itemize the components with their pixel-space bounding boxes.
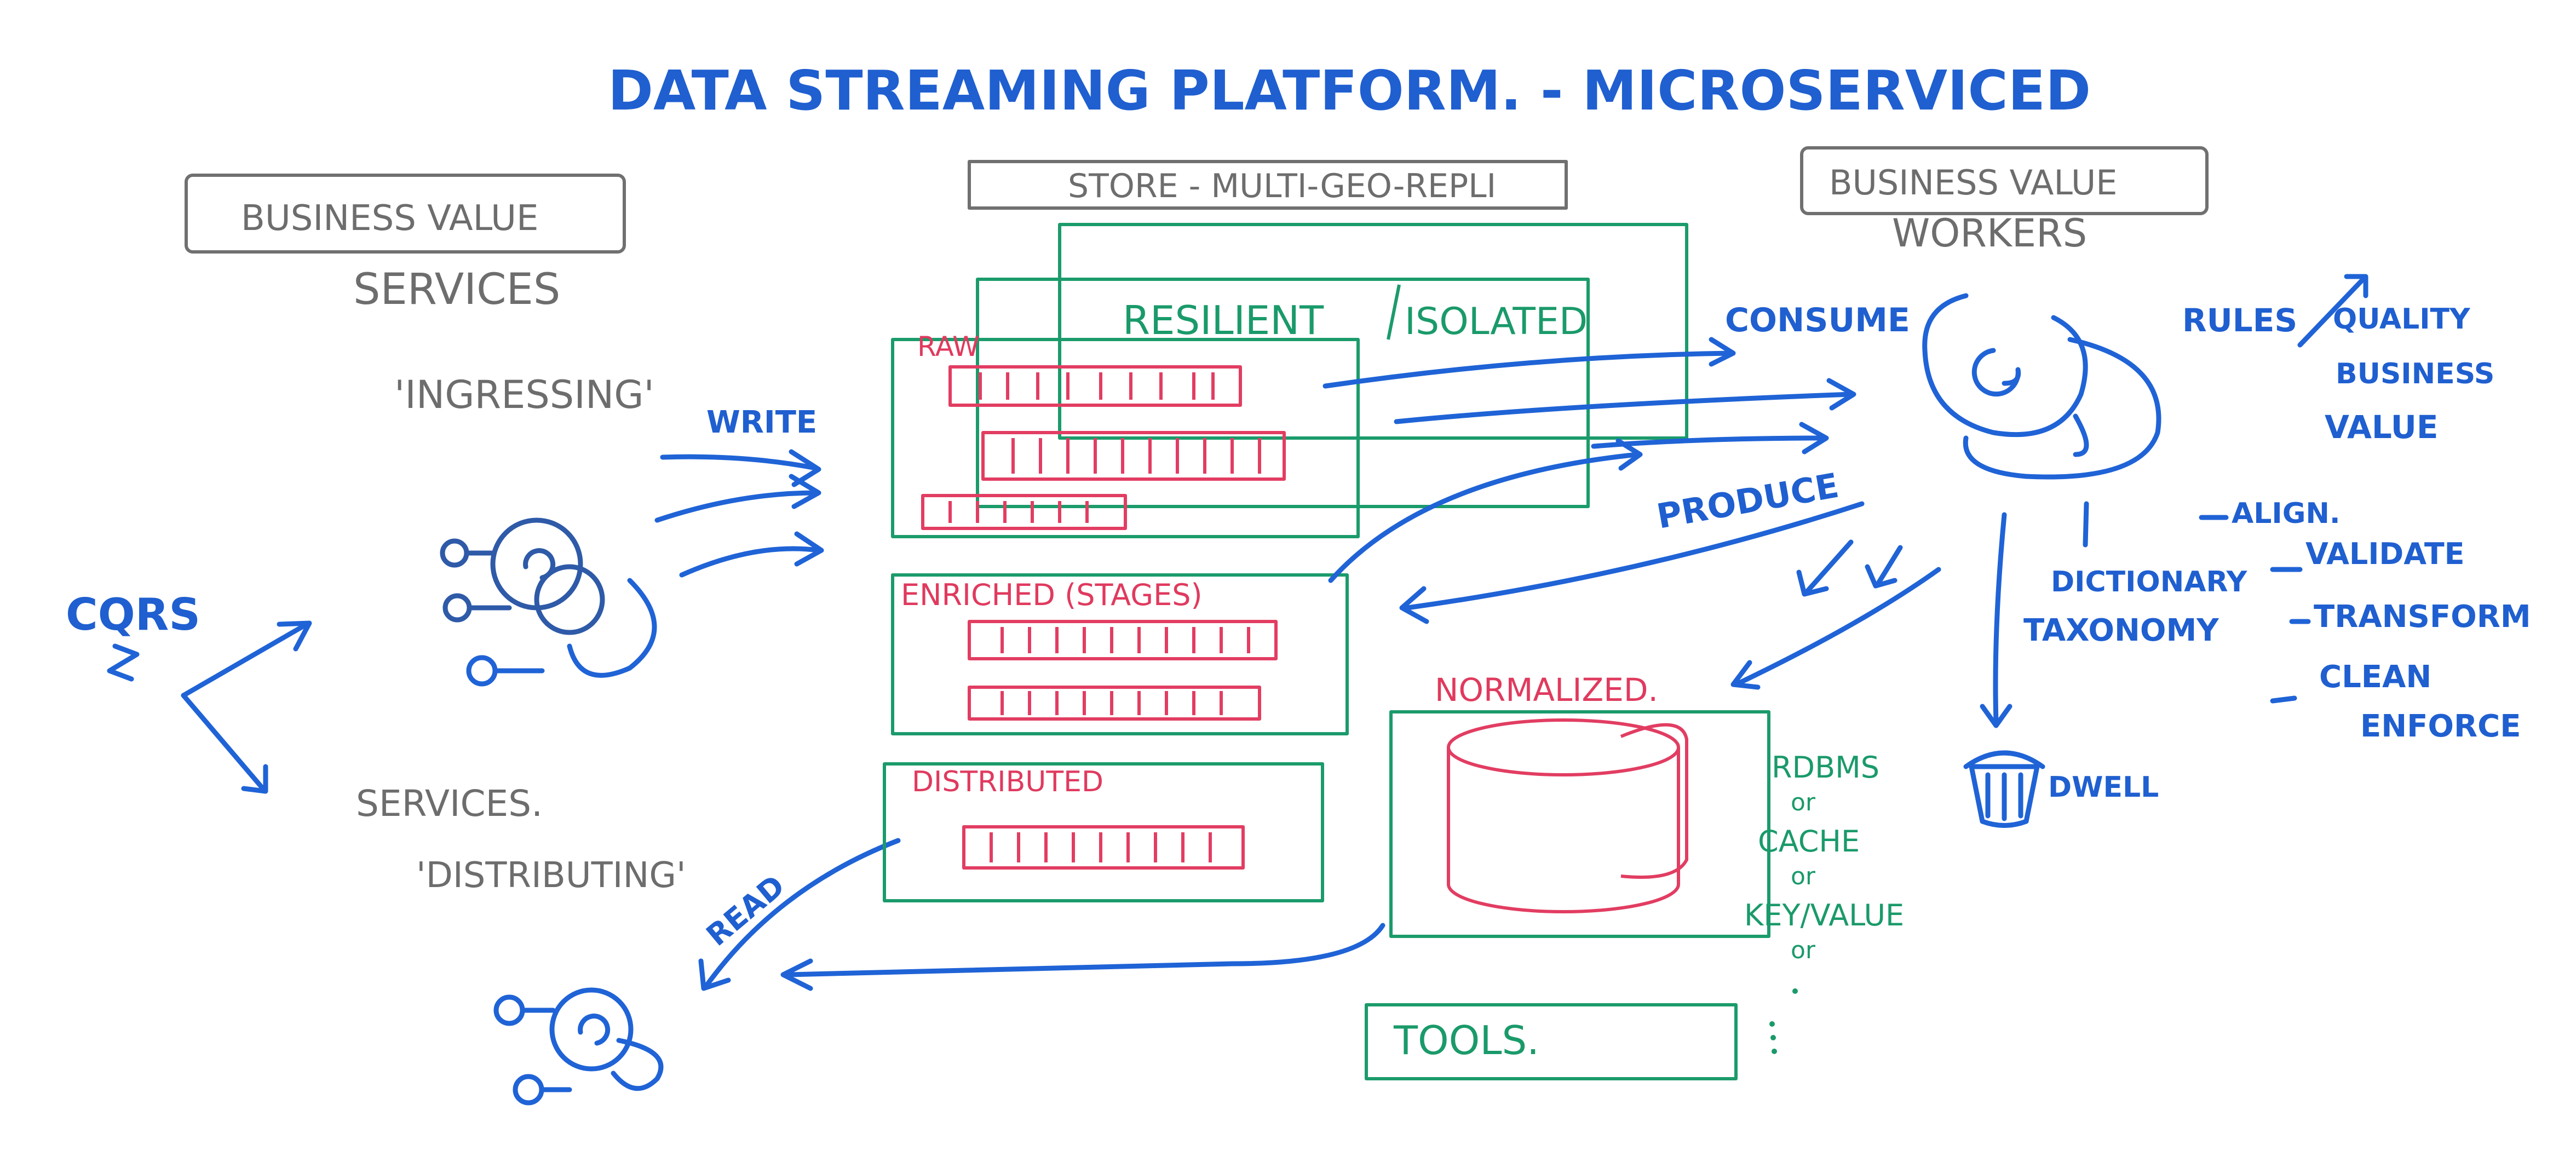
right-header-box — [1800, 146, 2209, 215]
rules-connector — [2083, 501, 2089, 548]
isolated-label: ISOLATED — [1405, 300, 1588, 343]
clean-label: CLEAN — [2319, 659, 2431, 695]
left-header-label: BUSINESS VALUE — [241, 198, 538, 239]
value-label: VALUE — [2325, 408, 2438, 446]
distributed-partitions — [962, 825, 1245, 870]
cqrs-arrows — [107, 620, 312, 794]
resilient-label: RESILIENT — [1123, 297, 1324, 343]
align-label: ALIGN. — [2232, 497, 2341, 530]
worker-service-icon — [1922, 293, 2161, 480]
write-label: WRITE — [706, 405, 817, 440]
rdbms-label: RDBMS — [1772, 750, 1879, 785]
enforce-label: ENFORCE — [2360, 709, 2521, 744]
cqrs-label: CQRS — [66, 589, 200, 640]
distributing-label: 'DISTRIBUTING' — [416, 855, 686, 896]
read-arrow — [698, 838, 901, 991]
store-header-box — [968, 160, 1568, 210]
transform-label: TRANSFORM — [2314, 599, 2531, 635]
tools-label: TOOLS. — [1393, 1017, 1539, 1063]
distribute-service-icon — [493, 987, 664, 1106]
clean-dash — [2270, 695, 2297, 704]
or-label-1: or — [1791, 789, 1816, 816]
tools-box — [1365, 1003, 1738, 1080]
services-label: SERVICES — [353, 265, 560, 314]
enriched-label: ENRICHED (STAGES) — [901, 578, 1203, 612]
store-stack — [976, 223, 1688, 508]
store-header-label: STORE - MULTI-GEO-REPLI — [1068, 167, 1496, 205]
raw-topic-box — [891, 338, 1360, 538]
distributed-topic-box — [883, 762, 1324, 902]
distributed-label: DISTRIBUTED — [912, 766, 1103, 798]
database-icon — [1447, 718, 1688, 913]
services2-label: SERVICES. — [356, 782, 543, 825]
business-label: BUSINESS — [2336, 358, 2494, 390]
raw-label: RAW — [917, 331, 980, 362]
cache-label: CACHE — [1758, 824, 1860, 859]
enriched-partitions — [968, 620, 1278, 721]
or-label-3: or — [1791, 936, 1816, 964]
ingressing-label: 'INGRESSING' — [394, 372, 654, 417]
left-header-box — [185, 174, 626, 254]
quality-label: QUALITY — [2333, 303, 2471, 336]
resilient-divider — [1387, 284, 1401, 340]
produce-arrows — [1328, 438, 1941, 690]
or-label-2: or — [1791, 862, 1816, 890]
trash-arrow — [1980, 512, 2013, 728]
normalized-label: NORMALIZED. — [1435, 671, 1658, 709]
workers-label: WORKERS — [1892, 211, 2087, 256]
enriched-topic-box — [891, 573, 1349, 735]
raw-partitions — [921, 365, 1286, 530]
diagram-title: DATA STREAMING PLATFORM. - MICROSERVICED — [608, 59, 2091, 123]
normalized-store-box — [1389, 710, 1770, 938]
write-arrows — [654, 449, 824, 578]
quality-arrow — [2297, 274, 2368, 348]
rules-label: RULES — [2182, 302, 2297, 339]
ellipsis-dots — [1769, 988, 1798, 1054]
consume-label: CONSUME — [1725, 301, 1910, 339]
trash-bin-icon — [1963, 750, 2045, 828]
dictionary-label: DICTIONARY — [2051, 566, 2248, 598]
validate-label: VALIDATE — [2305, 537, 2465, 571]
produce-label: PRODUCE — [1654, 465, 1842, 537]
keyvalue-label: KEY/VALUE — [1744, 898, 1904, 933]
taxonomy-label: TAXONOMY — [2023, 613, 2220, 648]
right-header-label: BUSINESS VALUE — [1829, 163, 2117, 203]
ingress-service-icon — [440, 517, 657, 687]
normalized-to-reader-arrow — [780, 923, 1385, 991]
trash-label: DWELL — [2048, 771, 2159, 804]
